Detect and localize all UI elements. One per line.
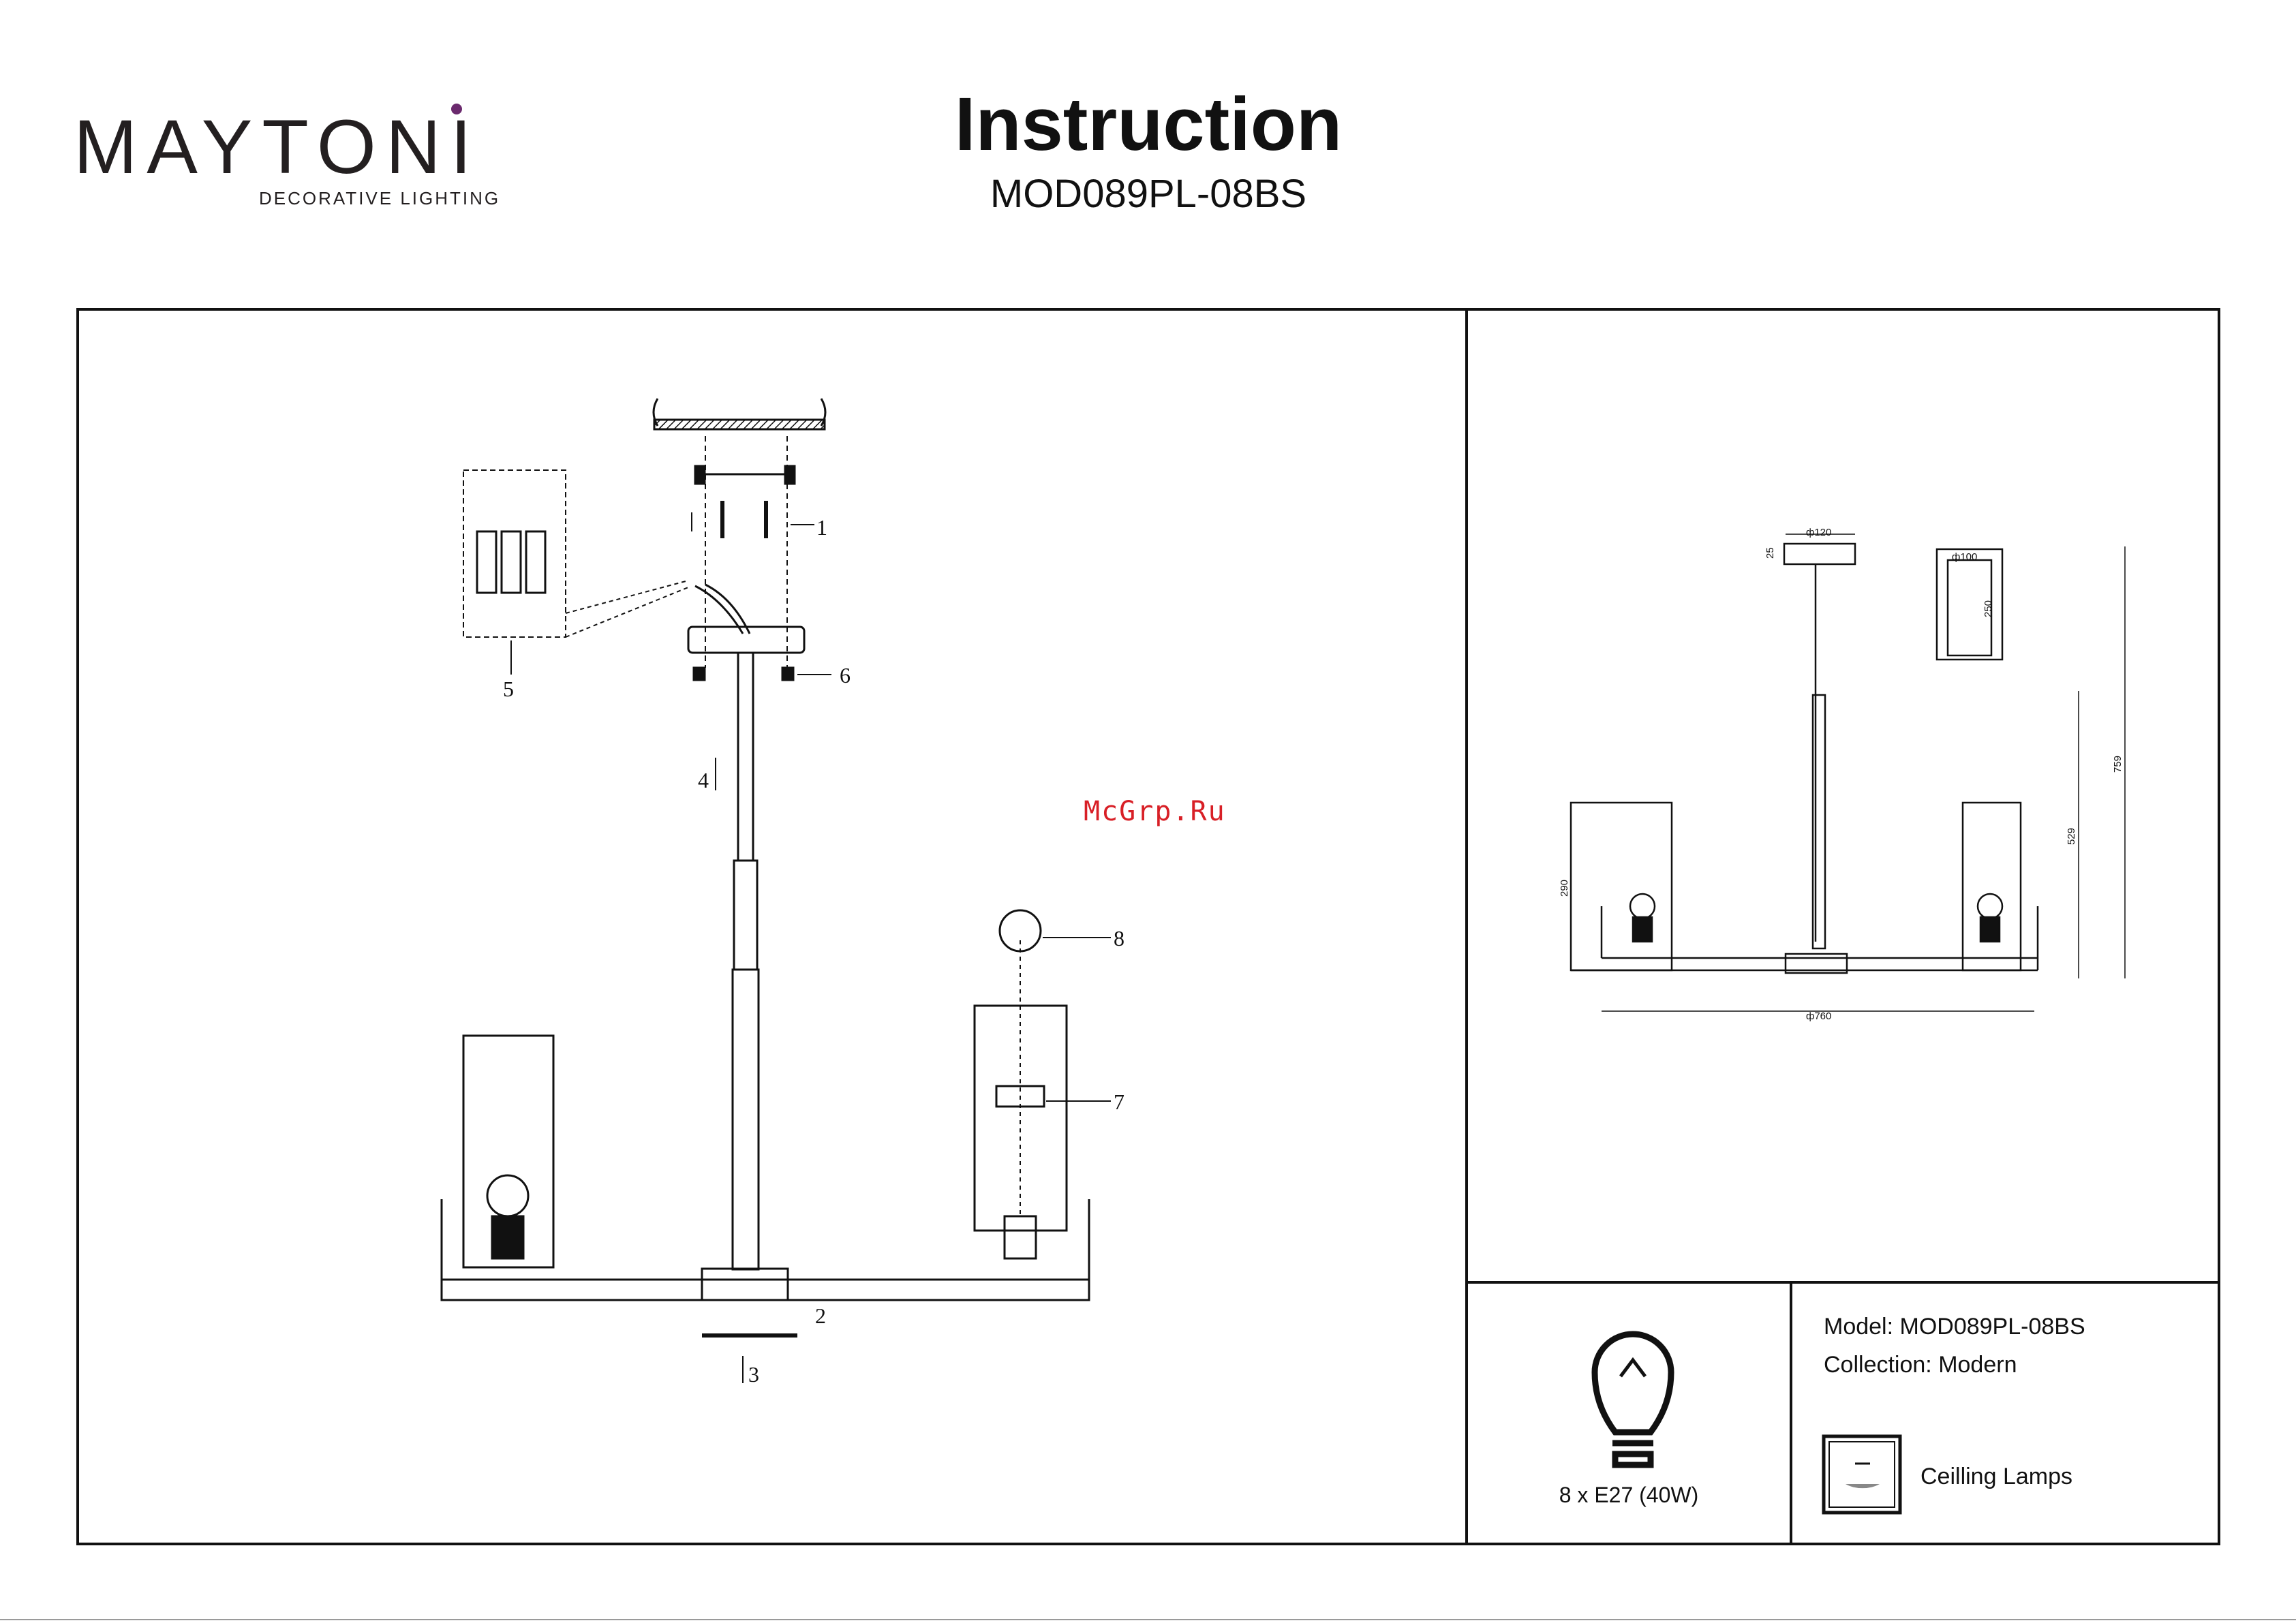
arm-bar (442, 1280, 1089, 1300)
terminal-slot-2 (502, 531, 521, 593)
callout-5: 5 (503, 677, 514, 701)
callout-6: 6 (840, 663, 851, 687)
page-bottom-rule (0, 1619, 2296, 1620)
spec-category: Ceilling Lamps (1920, 1464, 2072, 1490)
ceiling-lamp-icon (1824, 1436, 1900, 1513)
right-socket (1005, 1216, 1036, 1258)
callout-4: 4 (698, 768, 709, 792)
dim-total-height: 759 (2112, 756, 2124, 773)
callout-8: 8 (1114, 926, 1124, 950)
dim-overall-diameter: ф760 (1806, 1010, 1831, 1022)
dim-lamp-height: 290 (1559, 880, 1570, 897)
canopy-nut-right (782, 668, 793, 680)
dim-body-height: 529 (2066, 828, 2077, 845)
terminal-slot-3 (526, 531, 545, 593)
dim-left-bulb (1630, 894, 1655, 918)
bracket-screw-left (695, 466, 705, 484)
dim-canopy-height: 25 (1764, 547, 1776, 559)
spec-bulb: 8 x E27 (40W) (1472, 1483, 1786, 1508)
detail-leader-b (566, 587, 688, 637)
dim-shade-height: 250 (1983, 600, 1994, 617)
rod-lower (733, 970, 759, 1269)
bulb-icon (1595, 1334, 1671, 1465)
terminal-slot-1 (477, 531, 496, 593)
callout-3: 3 (748, 1362, 759, 1387)
detail-leader-a (566, 581, 688, 613)
dim-left-shade (1571, 803, 1672, 970)
dimension-diagram (1571, 534, 2125, 1011)
spec-model: Model: MOD089PL-08BS (1824, 1314, 2085, 1340)
callout-1: 1 (816, 515, 827, 540)
rod-upper (738, 653, 753, 861)
dim-rod-lower (1813, 695, 1825, 948)
dim-shade-diameter: ф100 (1952, 551, 1977, 563)
dim-right-bulb (1978, 894, 2002, 918)
spec-collection: Collection: Modern (1824, 1352, 2017, 1378)
canopy-nut-left (694, 668, 705, 680)
dim-right-shade (1963, 803, 2021, 970)
left-bulb (487, 1175, 528, 1216)
callout-7: 7 (1114, 1089, 1124, 1114)
terminal-block-detail (463, 470, 566, 637)
ceiling-slab (654, 420, 825, 429)
dim-right-socket (1980, 917, 2000, 942)
dim-canopy-diameter: ф120 (1806, 527, 1831, 538)
left-socket (492, 1216, 523, 1258)
rod-middle (734, 861, 757, 970)
dim-left-socket (1633, 917, 1652, 942)
dim-canopy (1784, 544, 1855, 564)
hub (702, 1269, 788, 1300)
callout-2: 2 (815, 1303, 826, 1328)
right-bulb (1000, 910, 1041, 951)
assembly-diagram (442, 399, 1111, 1383)
